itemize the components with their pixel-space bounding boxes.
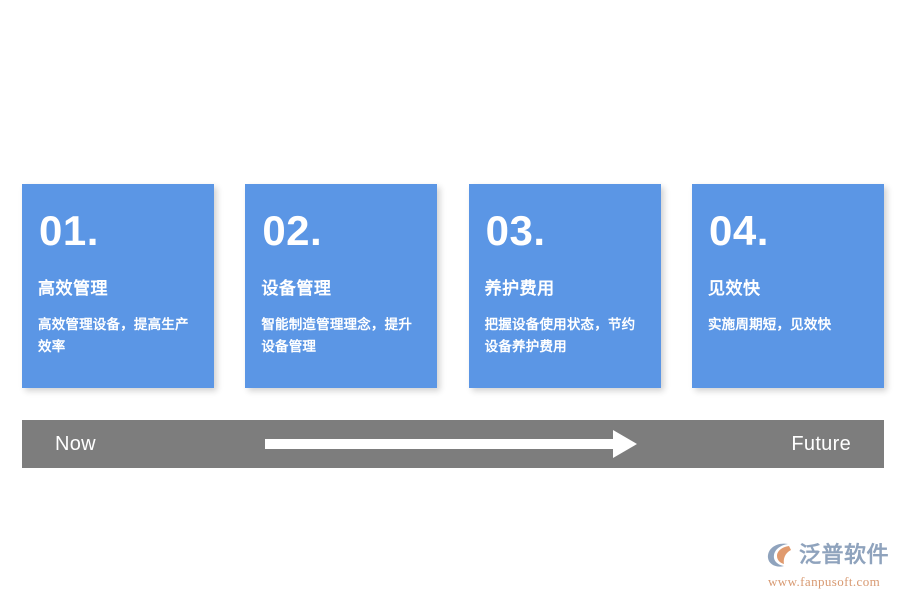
card-description: 实施周期短，见效快 xyxy=(707,317,832,332)
logo-url: www.fanpusoft.com xyxy=(768,574,881,589)
timeline-end-label: Future xyxy=(791,432,851,455)
feature-card[interactable]: 04. 见效快 实施周期短，见效快 xyxy=(691,184,884,388)
logo-name: 泛普软件 xyxy=(799,542,890,567)
card-description: 高效管理设备，提高生产效率 xyxy=(38,317,189,354)
fanpu-swoosh-logo-icon xyxy=(767,543,793,567)
feature-card-row: 01. 高效管理 高效管理设备，提高生产效率 02. 设备管理 智能制造管理理念… xyxy=(22,184,884,388)
card-title: 设备管理 xyxy=(261,279,332,298)
right-arrow-icon xyxy=(265,430,637,458)
timeline-bar: Now Future xyxy=(22,420,884,468)
card-number: 01. xyxy=(39,207,99,254)
card-title: 高效管理 xyxy=(38,279,108,298)
card-number: 02. xyxy=(262,207,323,254)
logo-row: 泛普软件 xyxy=(766,540,892,570)
card-number: 04. xyxy=(708,207,769,254)
timeline-start-label: Now xyxy=(55,432,96,455)
feature-card[interactable]: 01. 高效管理 高效管理设备，提高生产效率 xyxy=(22,184,214,388)
card-title: 养护费用 xyxy=(484,279,555,298)
card-description: 把握设备使用状态，节约设备养护费用 xyxy=(484,317,636,354)
card-description: 智能制造管理理念，提升设备管理 xyxy=(261,317,413,354)
feature-card[interactable]: 03. 养护费用 把握设备使用状态，节约设备养护费用 xyxy=(468,184,661,388)
brand-logo[interactable]: 泛普软件 www.fanpusoft.com xyxy=(766,540,892,590)
card-number: 03. xyxy=(485,207,546,254)
feature-card[interactable]: 02. 设备管理 智能制造管理理念，提升设备管理 xyxy=(245,184,438,388)
card-title: 见效快 xyxy=(707,279,761,298)
